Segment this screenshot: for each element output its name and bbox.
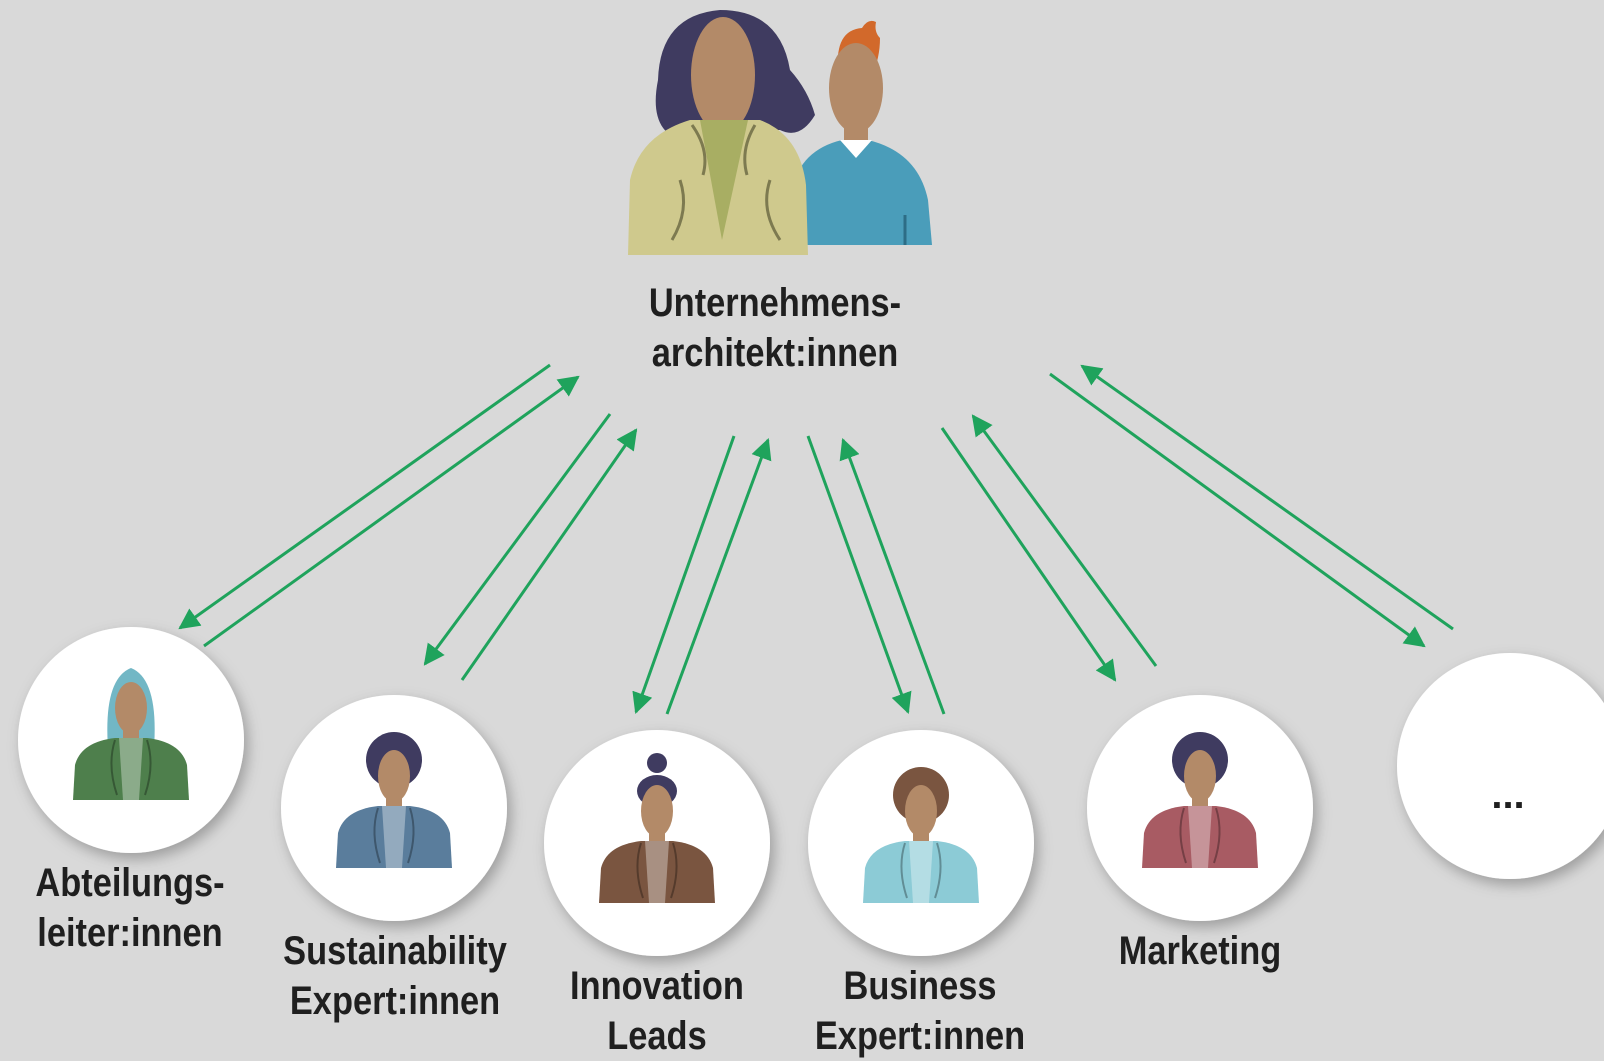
person-avatar-icon — [863, 767, 979, 903]
role-label-sustainability: Sustainability Expert:innen — [275, 926, 516, 1026]
person-avatar-icon — [599, 753, 715, 903]
role-label-line2: Expert:innen — [289, 979, 501, 1023]
arrow-down-4 — [940, 427, 1117, 682]
arrow-up-5 — [1080, 364, 1454, 631]
role-label-business: Business Expert:innen — [808, 961, 1032, 1061]
circle-background — [1397, 653, 1604, 879]
arrow-up-4 — [971, 414, 1158, 667]
person-avatar-icon — [1142, 732, 1258, 868]
role-circle-0 — [18, 627, 244, 853]
role-circle-2 — [544, 730, 770, 956]
role-circle-1 — [281, 695, 507, 921]
person-avatar-icon — [336, 732, 452, 868]
role-label-line1: Sustainability — [283, 929, 507, 973]
arrow-up-3 — [839, 438, 946, 715]
role-circle-more — [1397, 653, 1604, 879]
arrow-up-0 — [203, 375, 580, 648]
role-circle-3 — [808, 730, 1034, 956]
arrow-connections — [178, 363, 1454, 715]
role-label-abteilungsleiter: Abteilungs- leiter:innen — [18, 858, 242, 958]
architects-illustration — [628, 10, 932, 255]
man-avatar-icon — [790, 20, 932, 245]
role-label-line1: Business — [843, 964, 997, 1008]
role-label-line2: Expert:innen — [814, 1014, 1026, 1058]
woman-avatar-icon — [628, 10, 815, 255]
role-label-marketing: Marketing — [1088, 926, 1312, 976]
more-roles-ellipsis: ... — [1491, 773, 1525, 817]
arrow-down-1 — [423, 413, 612, 666]
arrow-down-2 — [632, 435, 736, 714]
center-role-label: Unternehmens- architekt:innen — [625, 278, 926, 378]
role-circles — [18, 627, 1604, 956]
center-label-line1: Unternehmens- — [648, 281, 902, 325]
role-circle-4 — [1087, 695, 1313, 921]
arrow-down-3 — [806, 435, 912, 714]
arrow-up-2 — [665, 438, 772, 715]
arrow-up-1 — [460, 428, 638, 681]
center-label-line2: architekt:innen — [651, 331, 899, 375]
role-label-line1: Marketing — [1118, 929, 1282, 973]
role-label-line1: Abteilungs- — [35, 861, 225, 905]
role-label-line2: leiter:innen — [37, 911, 223, 955]
person-avatar-icon — [73, 668, 189, 800]
role-label-line1: Innovation — [570, 964, 744, 1008]
arrow-down-0 — [178, 363, 551, 630]
role-label-line2: Leads — [607, 1014, 707, 1058]
role-label-innovation: Innovation Leads — [545, 961, 769, 1061]
arrow-down-5 — [1049, 372, 1426, 648]
